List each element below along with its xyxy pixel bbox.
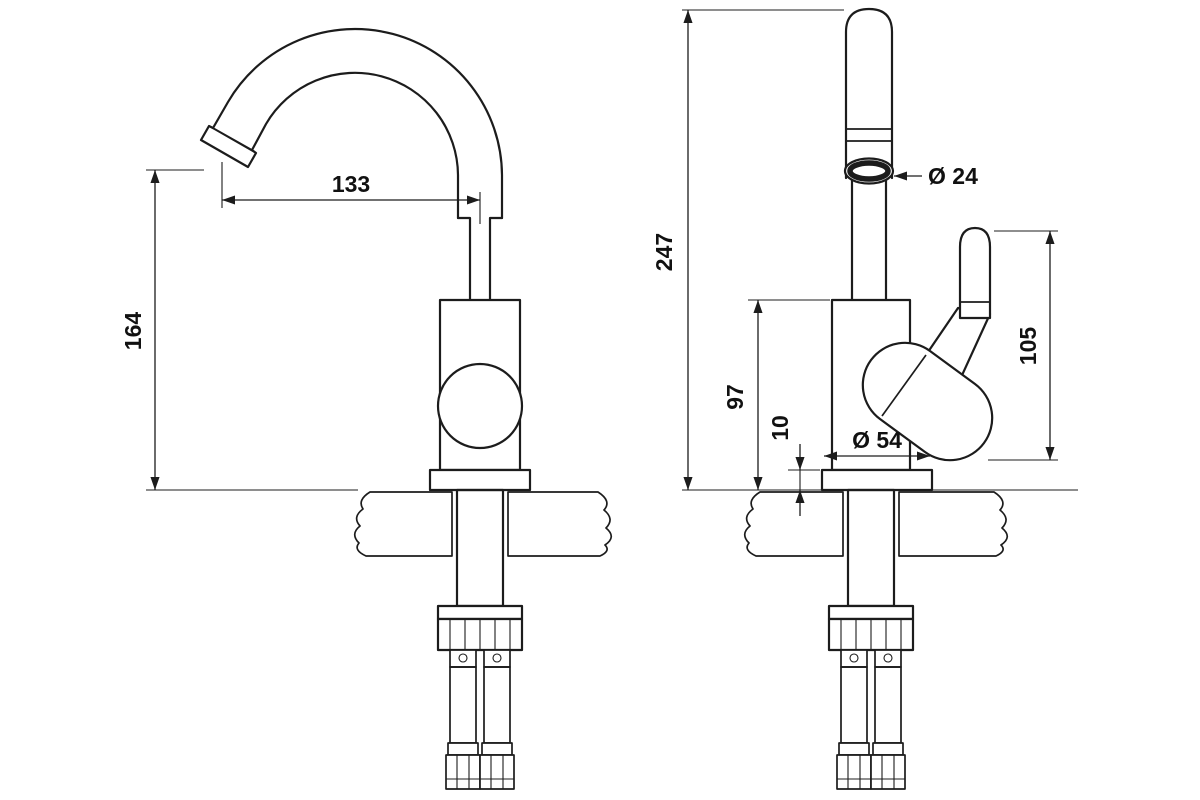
dim-overall-height-label: 247 xyxy=(651,233,677,271)
dimension-base-diameter: Ø 54 xyxy=(824,427,930,461)
spout-riser xyxy=(456,216,504,302)
dim-handle-height-label: 105 xyxy=(1015,327,1041,366)
base-flange-front xyxy=(428,468,532,492)
base-flange-side xyxy=(820,468,934,492)
dimension-spout-reach: 133 xyxy=(221,162,481,224)
ball-joint xyxy=(436,362,524,450)
dim-spout-height-label: 164 xyxy=(120,312,146,351)
dim-body-height-label: 97 xyxy=(722,384,748,410)
dimension-spout-height: 164 xyxy=(120,169,358,491)
spout-column-side xyxy=(843,7,895,302)
dimension-overall-height: 247 xyxy=(651,9,844,490)
lever-grip xyxy=(958,226,992,320)
dim-spout-reach-label: 133 xyxy=(332,171,370,197)
handle-lever xyxy=(861,226,994,462)
dim-spout-diameter-label: Ø 24 xyxy=(928,163,978,189)
countertop-side xyxy=(743,491,1009,557)
aerator-tip xyxy=(208,125,257,154)
dim-base-diameter-label: Ø 54 xyxy=(852,427,902,453)
dim-base-plate-label: 10 xyxy=(767,415,793,441)
front-view: 133 164 xyxy=(120,27,613,791)
dimension-base-plate: 10 xyxy=(767,415,820,516)
dimension-handle-height: 105 xyxy=(988,230,1058,461)
dimension-spout-diameter: Ø 24 xyxy=(894,163,978,189)
gooseneck-spout xyxy=(199,27,504,302)
under-counter-assembly-front xyxy=(436,488,524,791)
faucet-body-front xyxy=(428,298,532,492)
dimension-body-height: 97 xyxy=(722,299,830,490)
spout-outlet-ring xyxy=(847,160,891,182)
countertop-front xyxy=(353,491,613,557)
under-counter-assembly-side xyxy=(827,488,915,791)
side-view: 247 97 10 Ø 24 Ø 54 105 xyxy=(651,7,1078,791)
